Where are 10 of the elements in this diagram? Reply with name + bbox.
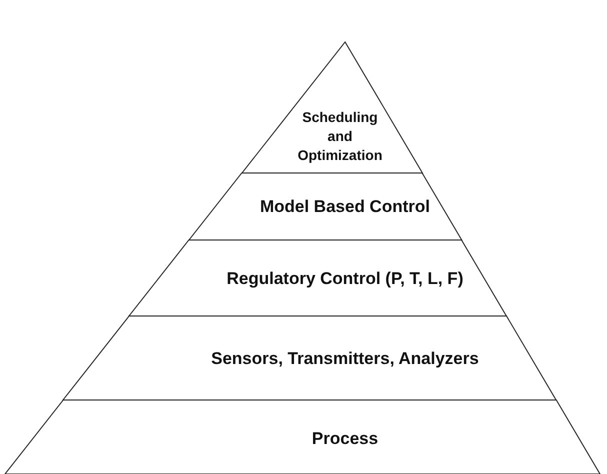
pyramid-tier — [5, 400, 600, 474]
tier-label: Regulatory Control (P, T, L, F) — [226, 268, 464, 289]
tier-label: Sensors, Transmitters, Analyzers — [210, 348, 480, 369]
pyramid-tier — [189, 173, 462, 240]
pyramid-apex — [242, 42, 422, 173]
tier-label: Process — [310, 428, 380, 449]
pyramid-tier — [63, 316, 556, 400]
tier-label: Model Based Control — [258, 196, 431, 217]
pyramid-tier — [129, 240, 507, 316]
tier-label: Scheduling and Optimization — [296, 108, 384, 165]
